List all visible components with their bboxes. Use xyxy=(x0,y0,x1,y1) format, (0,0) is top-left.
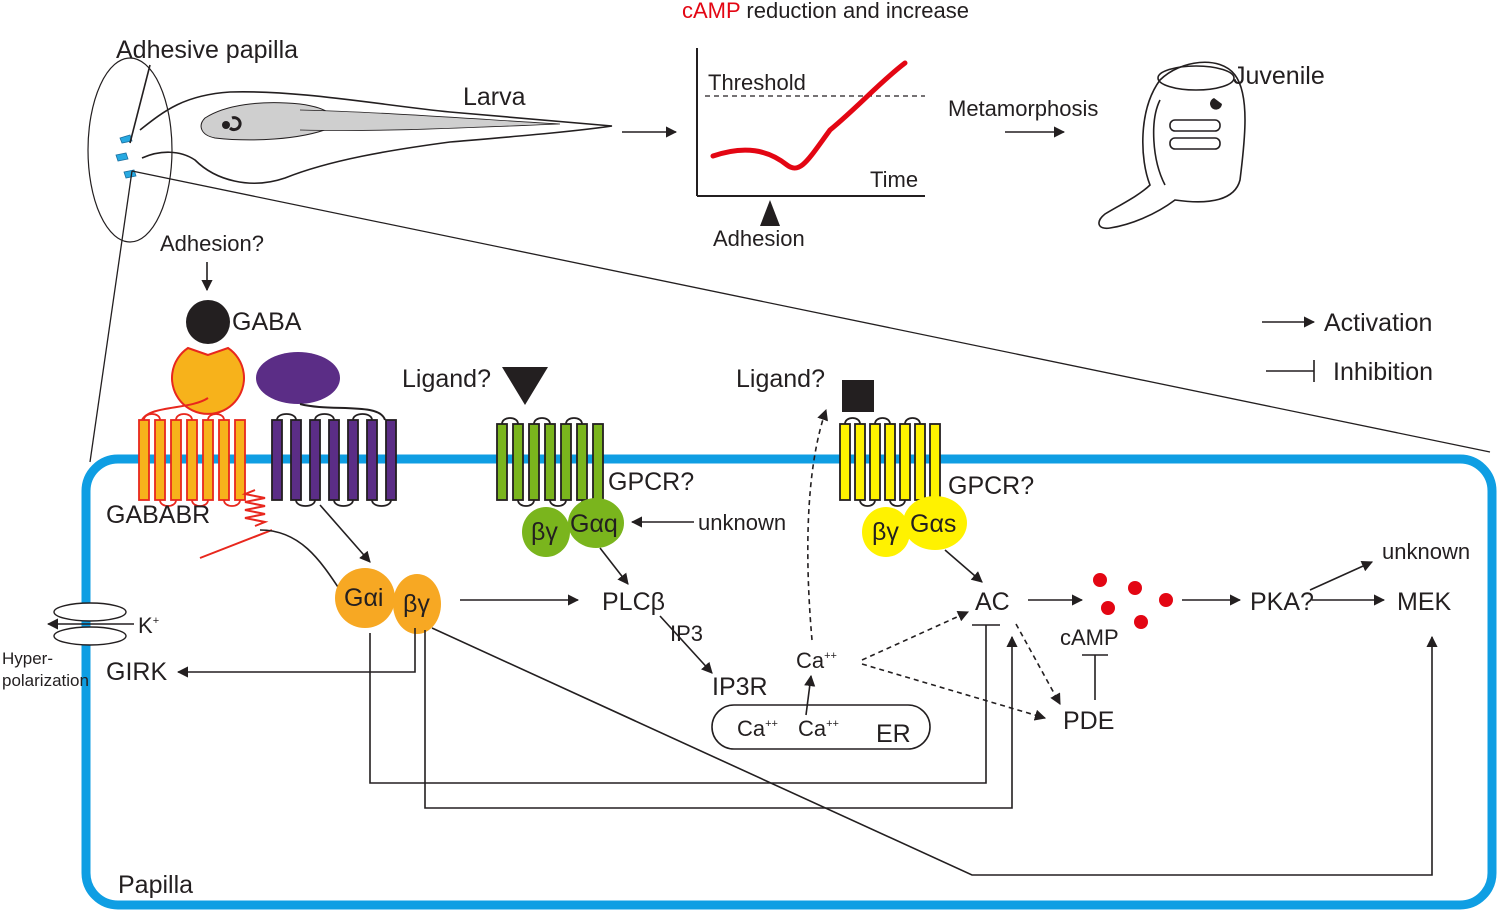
gababr1-transmembrane xyxy=(138,413,246,507)
metamorphosis-label: Metamorphosis xyxy=(948,96,1098,121)
gaq-label: Gαq xyxy=(570,510,618,538)
mek-label: MEK xyxy=(1397,588,1452,616)
bg-activates-ac-line xyxy=(424,630,1018,809)
ligand2-label: Ligand? xyxy=(736,365,825,393)
gs-bg-subunit xyxy=(862,507,910,557)
ca-to-ligand-dashed-arrow xyxy=(807,408,828,641)
time-label: Time xyxy=(870,167,918,192)
gaba-label: GABA xyxy=(232,308,302,336)
juvenile-illustration xyxy=(1098,61,1246,230)
girk-channel-bottom xyxy=(53,626,127,646)
threshold-label: Threshold xyxy=(708,70,806,95)
gas-label: Gαs xyxy=(910,510,956,538)
er-label: ER xyxy=(876,720,911,748)
ip3r-label: IP3R xyxy=(712,673,768,701)
adhesion-question-label: Adhesion? xyxy=(160,231,264,256)
gai-subunit xyxy=(335,568,395,628)
graph-title-camp: cAMP xyxy=(682,0,740,23)
k-ion-label: K+ xyxy=(138,613,159,638)
gpcr-gq-transmembrane xyxy=(496,417,604,507)
gpcr2-label: GPCR? xyxy=(948,472,1034,500)
gababr1-vft-domain xyxy=(171,346,245,415)
pde-label: PDE xyxy=(1063,707,1114,735)
legend-inhibition-label: Inhibition xyxy=(1333,358,1433,386)
gi-bg-label: βγ xyxy=(403,590,430,618)
gs-bg-label: βγ xyxy=(872,518,899,546)
er-organelle xyxy=(711,704,931,750)
ac-label: AC xyxy=(975,588,1010,616)
larva-illustration xyxy=(87,57,1491,463)
hyperpolarization-label-2: polarization xyxy=(2,671,89,690)
gi-bg-subunit xyxy=(393,574,441,634)
camp-molecules xyxy=(1093,573,1173,629)
er-ca2-label: Ca++ xyxy=(798,716,839,741)
adhesion-marker xyxy=(760,200,780,226)
gai-inhibits-ac-line xyxy=(369,625,987,784)
larva-label: Larva xyxy=(463,83,526,111)
ligand2-square xyxy=(842,380,874,412)
gpcr-gs-transmembrane xyxy=(839,417,941,507)
gababr2-vft-domain xyxy=(256,352,340,404)
gababr-label: GABABR xyxy=(106,501,210,529)
cytosol-ca-label: Ca++ xyxy=(796,648,837,673)
bg-to-girk-arrow xyxy=(176,628,416,678)
ligand1-label: Ligand? xyxy=(402,365,491,393)
gai-label: Gαi xyxy=(344,584,383,612)
gas-subunit xyxy=(903,496,967,550)
er-ca-label: Ca++ xyxy=(737,716,778,741)
papilla-cell-membrane xyxy=(81,454,1497,910)
graph-title-rest: reduction and increase xyxy=(740,0,969,23)
girk-channel-top xyxy=(53,602,127,622)
ligand1-triangle xyxy=(502,367,548,405)
gq-bg-subunit xyxy=(522,507,570,557)
girk-label: GIRK xyxy=(106,658,167,686)
gababr-coiled-coil xyxy=(241,489,269,527)
gaba-ligand xyxy=(186,300,230,344)
legend-activation-label: Activation xyxy=(1324,309,1432,337)
papilla-label: Papilla xyxy=(118,871,193,899)
bg-activates-mek-line xyxy=(431,627,1438,876)
camp-graph xyxy=(696,48,925,226)
camp-curve xyxy=(710,60,908,171)
unknown2-label: unknown xyxy=(1382,539,1470,564)
gq-bg-label: βγ xyxy=(531,518,558,546)
ip3-label: IP3 xyxy=(670,621,703,646)
gababr2-transmembrane xyxy=(271,413,397,507)
camp-label: cAMP xyxy=(1060,625,1119,650)
graph-title: cAMP reduction and increase xyxy=(682,0,969,23)
unknown1-label: unknown xyxy=(698,510,786,535)
plcb-label: PLCβ xyxy=(602,588,665,616)
juvenile-label: Juvenile xyxy=(1233,62,1325,90)
hyperpolarization-label-1: Hyper- xyxy=(2,649,53,668)
adhesion-label: Adhesion xyxy=(713,226,805,251)
gaq-subunit xyxy=(568,498,624,548)
adhesive-papilla-label: Adhesive papilla xyxy=(116,36,298,64)
gpcr1-label: GPCR? xyxy=(608,468,694,496)
pka-label: PKA? xyxy=(1250,588,1314,616)
